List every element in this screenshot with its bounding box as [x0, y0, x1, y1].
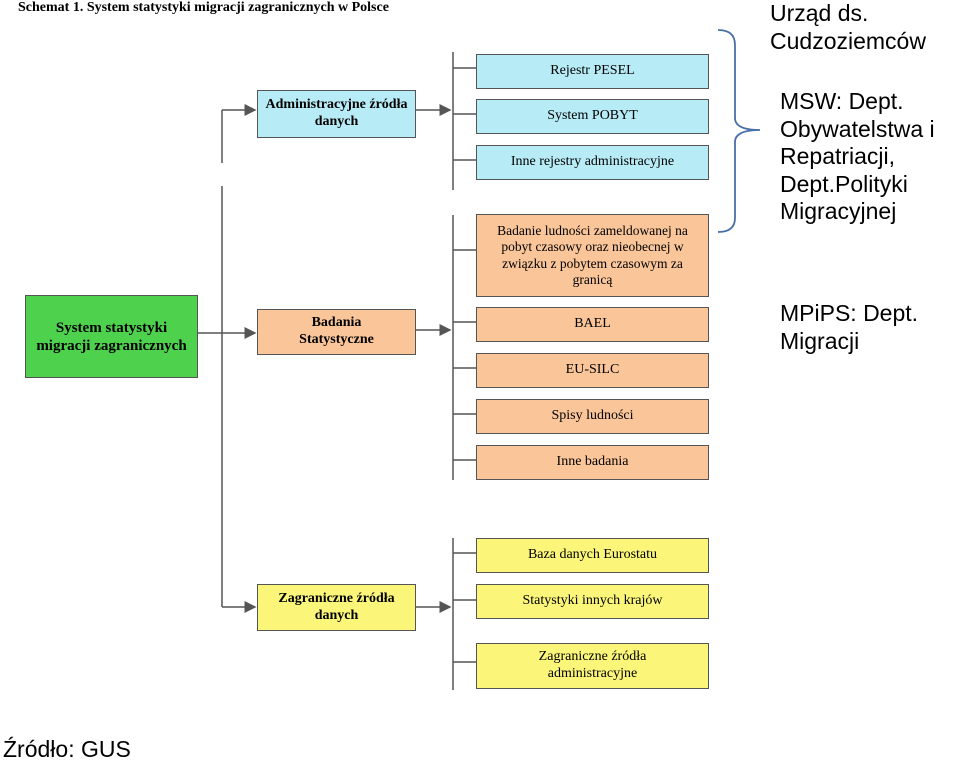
root-box: System statystyki migracji zagranicznych [25, 295, 198, 378]
admin-item: Rejestr PESEL [476, 54, 709, 89]
zagraniczne-item: Baza danych Eurostatu [476, 538, 709, 573]
curly-brace [717, 29, 761, 233]
admin-item: Inne rejestry administracyjne [476, 145, 709, 180]
note-udsc: Urząd ds. Cudzoziemców [770, 0, 926, 54]
note-msw: MSW: Dept. Obywatelstwa i Repatriacji, D… [780, 88, 935, 225]
badania-item: BAEL [476, 307, 709, 342]
badania-item: Spisy ludności [476, 399, 709, 434]
source-label: Źródło: GUS [3, 736, 131, 762]
zagraniczne-item: Statystyki innych krajów [476, 584, 709, 619]
admin-item: System POBYT [476, 99, 709, 134]
note-mpips: MPiPS: Dept. Migracji [780, 300, 919, 354]
zagraniczne-item: Zagraniczne źródła administracyjne [476, 643, 709, 689]
category-admin: Administracyjne źródła danych [257, 90, 416, 138]
category-zagraniczne: Zagraniczne źródła danych [257, 584, 416, 631]
badania-item: Badanie ludności zameldowanej na pobyt c… [476, 214, 709, 297]
category-badania: Badania Statystyczne [257, 309, 416, 355]
badania-item: EU-SILC [476, 353, 709, 388]
diagram-title: Schemat 1. System statystyki migracji za… [18, 0, 389, 15]
badania-item: Inne badania [476, 445, 709, 480]
